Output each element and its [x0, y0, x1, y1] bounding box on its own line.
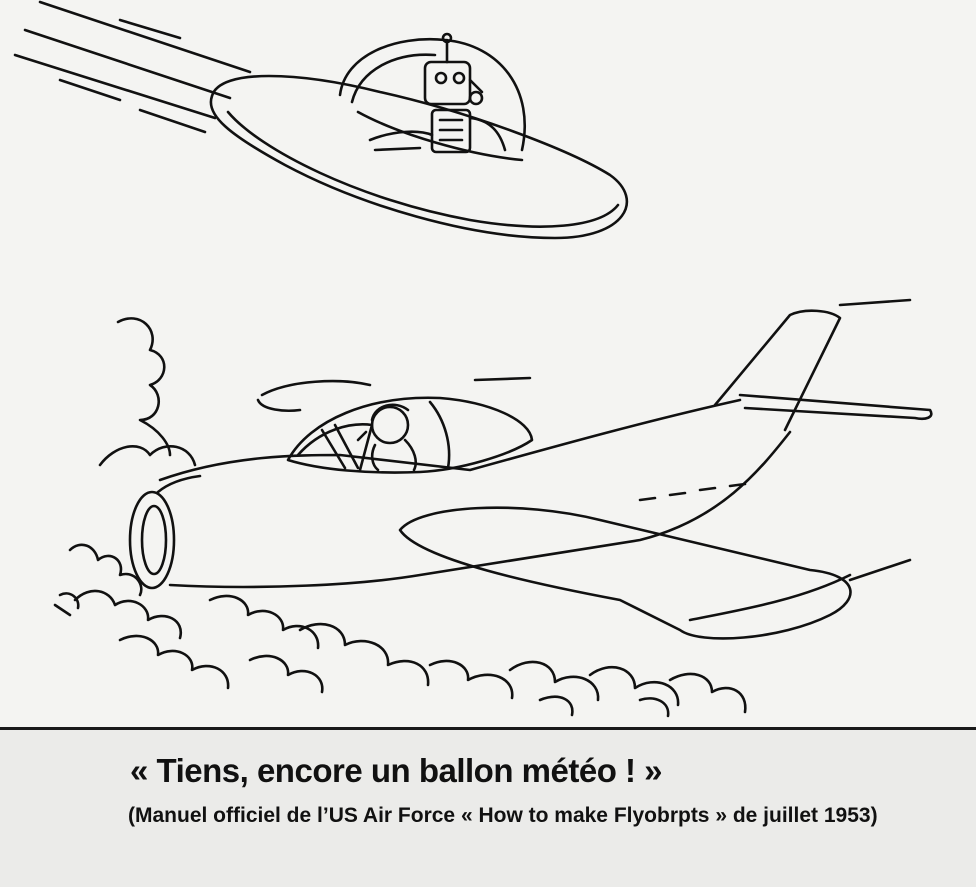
- clouds: [55, 318, 745, 716]
- caption-source: (Manuel officiel de l’US Air Force « How…: [128, 804, 878, 827]
- human-pilot: [358, 405, 416, 470]
- flying-saucer: [211, 39, 627, 238]
- caption-divider: [0, 727, 976, 730]
- speed-lines: [15, 2, 250, 132]
- jet-fighter: [130, 300, 931, 638]
- caption-quote: « Tiens, encore un ballon météo ! »: [130, 752, 663, 789]
- caption-area: [0, 730, 976, 887]
- robot-pilot: [370, 34, 505, 152]
- cartoon-illustration: [0, 0, 976, 730]
